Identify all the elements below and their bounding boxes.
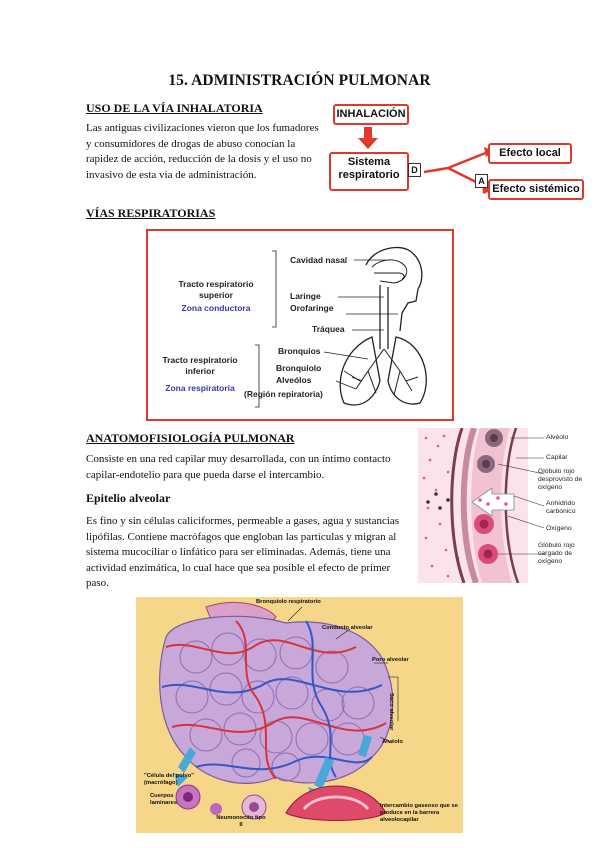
label-globulo-cargado: Glóbulo rojo cargado de oxígeno — [538, 542, 575, 565]
respiratory-tract-drawing — [255, 246, 427, 408]
tag-a: A — [475, 174, 488, 188]
paragraph-anatomo: Consiste en una red capilar muy desarrol… — [86, 453, 391, 481]
label-orofaringe: Orofaringe — [290, 303, 334, 313]
label-anhidrido: Anhídrido carbónico — [546, 500, 576, 515]
label-region: (Región repiratoria) — [244, 389, 323, 399]
label-zona-conductora: Zona conductora — [181, 303, 251, 313]
label-celula-polvo: "Célula del polvo" (macrófago) — [144, 773, 194, 786]
alveolus-drawing — [418, 428, 545, 583]
label-laringe: Laringe — [290, 291, 321, 301]
inhalacion-box: INHALACIÓN — [333, 104, 409, 125]
tag-d: D — [408, 163, 421, 177]
label-neumonocito: Neumonocito tipo II — [216, 815, 266, 828]
label-saco-alveolar: Saco alveolar — [388, 693, 394, 731]
label-intercambio-gaseoso: Intercambio gaseoso que se produce en la… — [380, 803, 458, 823]
sistema-respiratorio-box: Sistema respiratorio — [329, 152, 409, 191]
alveolar-sac-drawing — [159, 601, 399, 821]
label-bronquiolo-respiratorio: Bronquiolo respiratorio — [256, 599, 321, 605]
label-alveolo-small: Alvéolo — [546, 434, 569, 441]
label-oxigeno: Oxígeno — [546, 525, 572, 532]
label-cavidad-nasal: Cavidad nasal — [290, 255, 348, 265]
label-bronquios: Bronquios — [278, 346, 321, 356]
label-tracto-superior: Tracto respiratorio superior — [178, 279, 254, 300]
label-globulo-desprovisto: Glóbulo rojo desprovisto de oxígeno — [538, 468, 583, 491]
label-bronquiolo: Bronquiolo — [276, 363, 322, 373]
label-tracto-inferior: Tracto respiratorio inferior — [162, 355, 238, 376]
section-heading-anatomo: ANATOMOFISIOLOGÍA PULMONAR — [86, 431, 295, 445]
alveolus-capillary-figure: Alvéolo Capilar Glóbulo rojo desprovisto… — [418, 428, 599, 583]
efecto-sistemico-box: Efecto sistémico — [488, 179, 584, 200]
label-capilar: Capilar — [546, 454, 568, 461]
label-cuerpos-laminares: Cuerpos laminares — [150, 793, 178, 806]
respiratory-tract-figure: Tracto respiratorio superior Zona conduc… — [146, 229, 454, 421]
inhalation-flow-diagram: INHALACIÓN Sistema respiratorio D A Efec… — [328, 100, 598, 205]
paragraph-uso: Las antiguas civilizaciones vieron que l… — [86, 122, 319, 181]
alveolar-sac-illustration: Bronquiolo respiratorio Conducto alveola… — [136, 597, 463, 833]
page-title: 15. ADMINISTRACIÓN PULMONAR — [168, 72, 431, 89]
label-alveolos: Alveólos — [276, 375, 312, 385]
efecto-local-box: Efecto local — [488, 143, 572, 164]
section-heading-uso: USO DE LA VÍA INHALATORIA — [86, 101, 263, 115]
subheading-epitelio: Epitelio alveolar — [86, 491, 171, 505]
label-zona-respiratoria: Zona respiratoria — [165, 383, 235, 393]
label-poro-alveolar: Poro alveolar — [372, 657, 409, 663]
label-traquea: Tráquea — [312, 324, 345, 334]
paragraph-epitelio: Es fino y sin células caliciformes, perm… — [86, 515, 400, 589]
label-alveolo-bottom: Alvéolo — [382, 739, 403, 745]
section-heading-vias: VÍAS RESPIRATORIAS — [86, 206, 216, 220]
label-conducto-alveolar: Conducto alveolar — [322, 625, 373, 631]
